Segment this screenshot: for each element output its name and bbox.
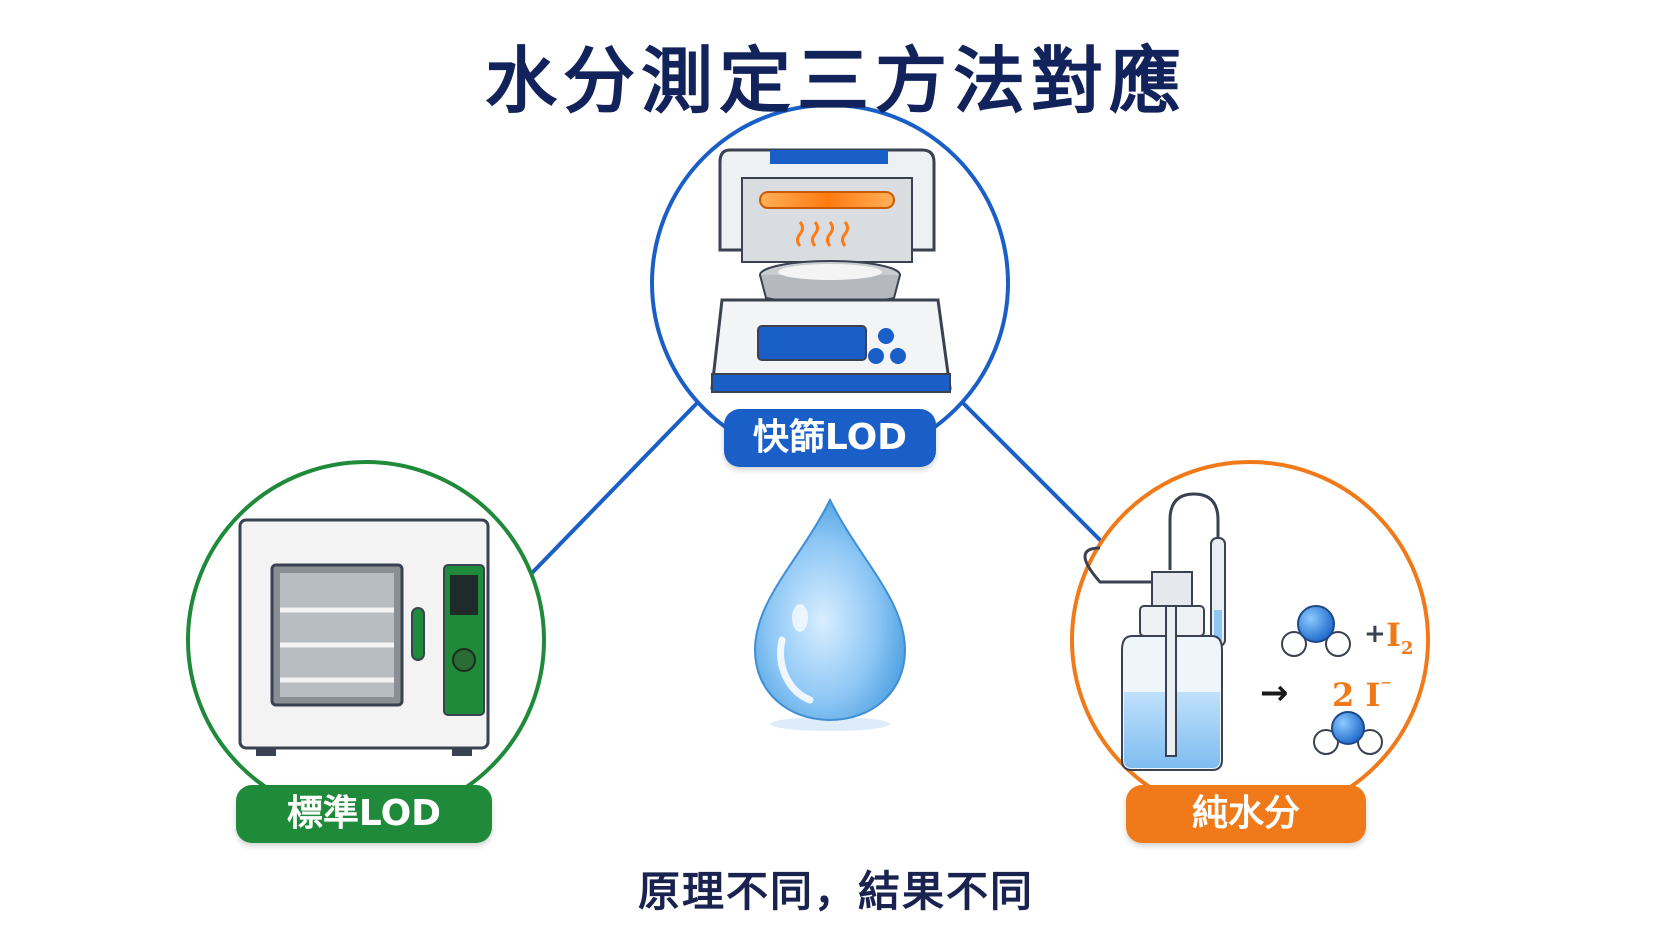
karl-fischer-titration-icon: + I2 → 2 I⁻ (1083, 492, 1414, 771)
page-title: 水分測定三方法對應 (484, 39, 1187, 123)
product-iodide-main: 2 I (1332, 676, 1380, 714)
moisture-analyzer-icon (710, 148, 952, 393)
connector-rapid-water (958, 398, 1107, 547)
water-molecule-reactant (1281, 605, 1351, 657)
reagent-iodine: I2 (1386, 616, 1414, 659)
standard-lod-label: 標準LOD (236, 785, 492, 843)
reaction-arrow: → (1260, 673, 1289, 713)
drying-oven-icon (238, 518, 490, 756)
pure-water-label: 純水分 (1126, 785, 1366, 843)
reagent-iodine-sub: 2 (1401, 638, 1414, 659)
reagent-iodine-main: I (1386, 616, 1401, 654)
product-iodide: 2 I⁻ (1332, 674, 1392, 714)
footer-caption: 原理不同，結果不同 (637, 867, 1034, 916)
water-drop-icon (753, 497, 907, 731)
product-iodide-sup: ⁻ (1380, 674, 1392, 700)
connector-rapid-standard (528, 398, 702, 577)
reaction-plus: + (1364, 619, 1386, 649)
water-molecule-product (1313, 711, 1383, 755)
rapid-lod-label: 快篩LOD (724, 409, 936, 467)
